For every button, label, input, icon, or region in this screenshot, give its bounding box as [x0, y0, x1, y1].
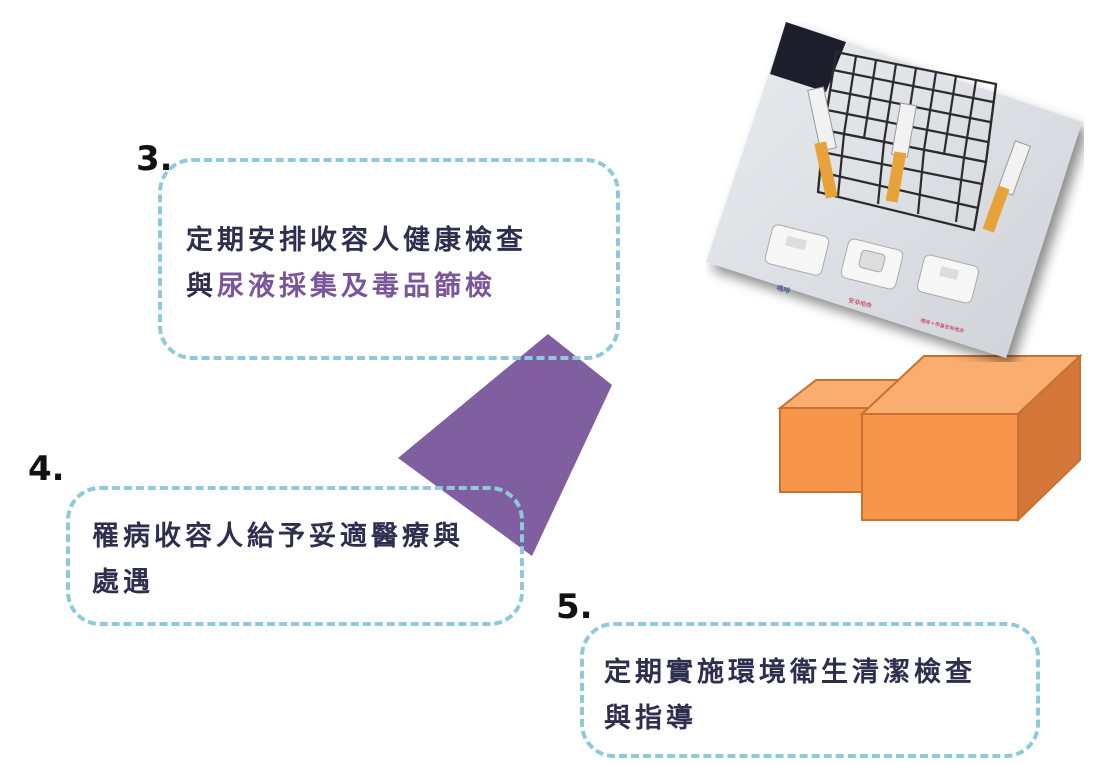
- drug-test-kit-photo: 嗎啡 安非他命 嗎啡＋甲基安非他命: [706, 22, 1084, 362]
- card-item-5-text: 定期實施環境衛生清潔檢查 與指導: [604, 650, 976, 742]
- card-item-4-line1: 罹病收容人給予妥適醫療與: [92, 514, 464, 560]
- card-item-4-line2: 處遇: [92, 560, 464, 606]
- orange-boxes-illustration: [776, 352, 1086, 522]
- item-number-5: 5.: [556, 590, 593, 624]
- card-item-5-line2: 與指導: [604, 696, 976, 742]
- card-item-4-text: 罹病收容人給予妥適醫療與 處遇: [92, 514, 464, 606]
- card-item-5-line1: 定期實施環境衛生清潔檢查: [604, 650, 976, 696]
- card-item-3-text: 定期安排收容人健康檢查 與尿液採集及毒品篩檢: [186, 218, 527, 310]
- card-item-3-line2: 與尿液採集及毒品篩檢: [186, 264, 527, 310]
- item-number-4: 4.: [28, 452, 65, 486]
- card-item-3-line2-prefix: 與: [186, 271, 217, 302]
- card-item-3-highlight: 尿液採集及毒品篩檢: [217, 271, 496, 302]
- card-item-3-line1: 定期安排收容人健康檢查: [186, 218, 527, 264]
